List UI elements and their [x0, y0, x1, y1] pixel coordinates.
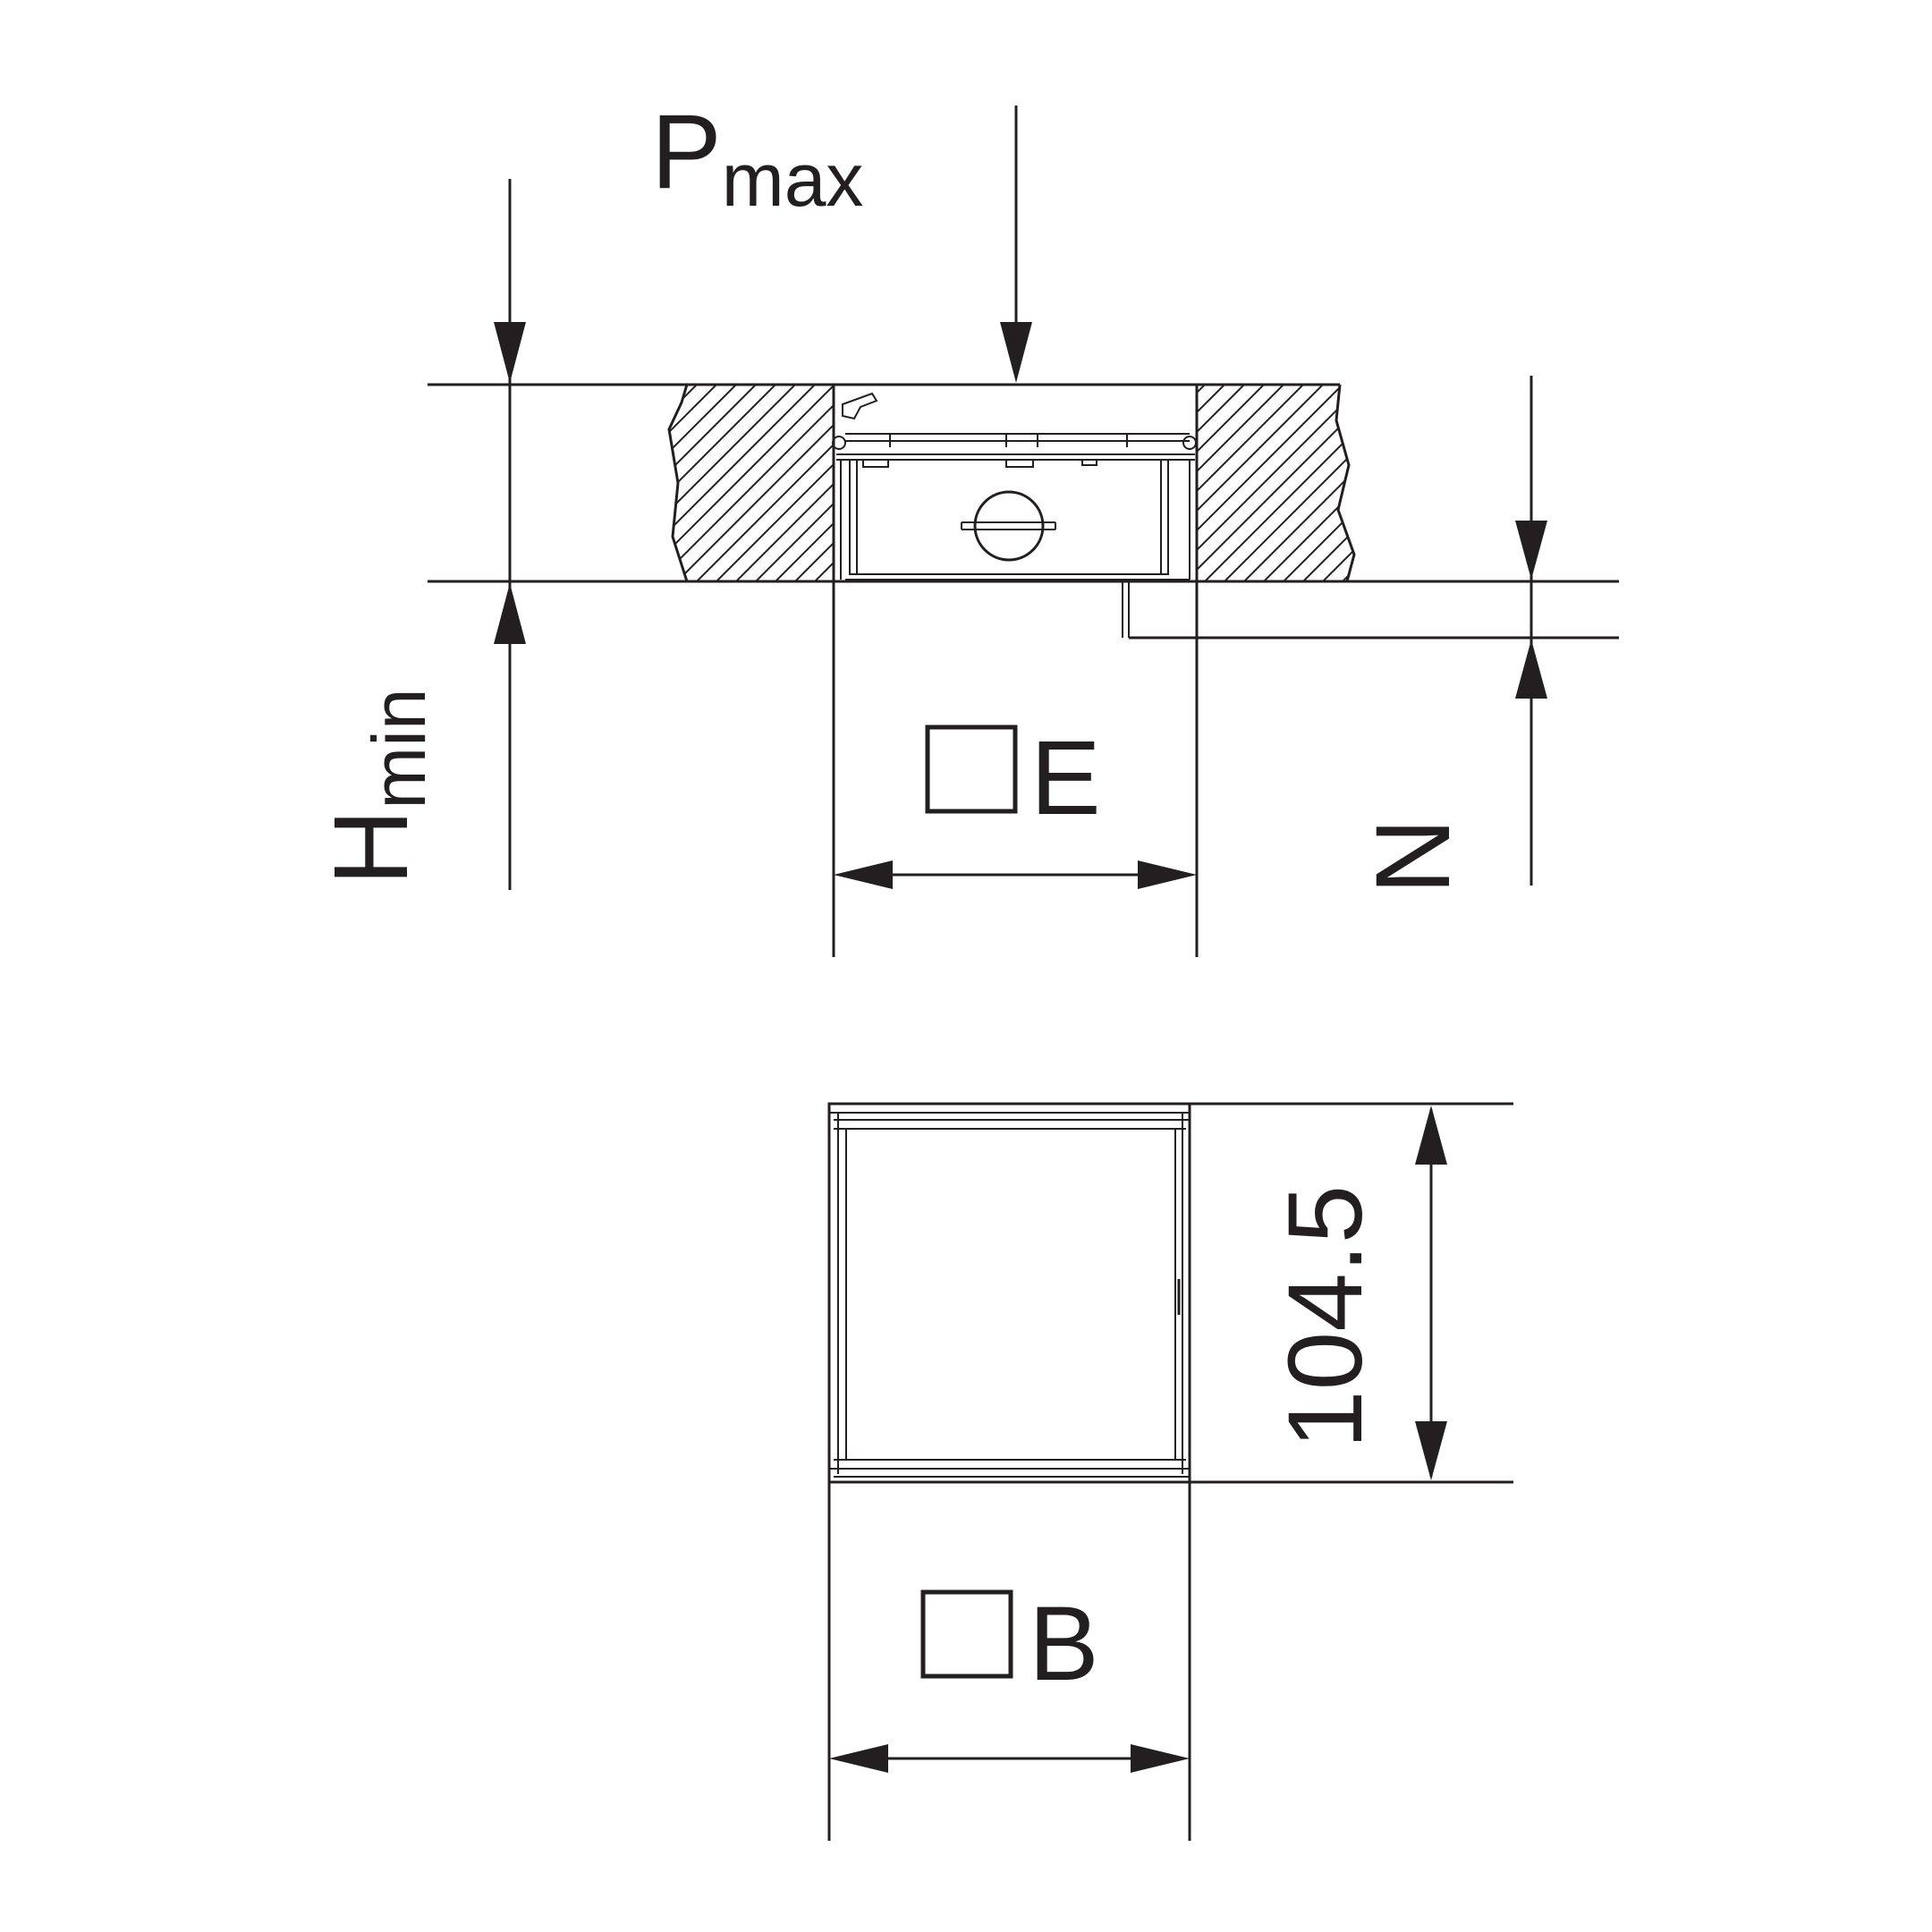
hatch-line [750, 385, 834, 581]
hatch-line [829, 385, 834, 581]
hatch-line [1337, 385, 1354, 581]
hatch-line [1555, 380, 1760, 586]
hatch-line [1298, 385, 1354, 581]
hatch-line [1197, 385, 1328, 581]
hatch-line [1258, 385, 1354, 581]
hatch-line [669, 385, 820, 581]
height-arrow-top [1415, 1106, 1447, 1165]
hatch-line [669, 385, 741, 581]
pmax-arrow-head [1000, 322, 1032, 383]
hatch-line [1436, 380, 1642, 586]
pmax-label: Pmax [651, 93, 863, 222]
square-symbol-b [920, 1589, 1013, 1679]
hatch-line [669, 385, 801, 581]
hatch-line [1027, 380, 1233, 586]
hatch-line [1197, 385, 1289, 581]
hatch-line [1219, 385, 1354, 581]
hatch-line [1046, 380, 1252, 586]
height-value-label: 104.5 [1267, 1185, 1385, 1449]
b-arrow-left [829, 1744, 888, 1773]
hatch-line [669, 385, 682, 581]
hatch-line [1318, 385, 1354, 581]
b-label: B [1029, 1585, 1099, 1703]
hatch-line [731, 385, 834, 581]
e-arrow-right [1138, 860, 1197, 889]
hatch-line [1197, 385, 1210, 581]
hatch-line [669, 385, 702, 581]
e-label: E [1030, 719, 1101, 837]
n-label: N [1354, 818, 1472, 894]
hatch-line [909, 380, 1114, 586]
hatch-line [669, 385, 761, 581]
hatch-line [1007, 380, 1213, 586]
hatch-line [1535, 380, 1741, 586]
hatch-line [669, 385, 834, 581]
hatch-line [1197, 385, 1354, 581]
hatch-line [968, 380, 1174, 586]
floor-box-plan [827, 1102, 1191, 1484]
hatch-line [1456, 380, 1662, 586]
hatch-line [672, 385, 834, 581]
hatch-line [770, 385, 834, 581]
hatch-line [1197, 385, 1309, 581]
square-symbol-e [925, 724, 1018, 814]
height-arrow-bottom [1415, 1421, 1447, 1480]
hatch-line [1476, 380, 1682, 586]
floor-hatch-left [456, 380, 1252, 586]
hatch-line [1278, 385, 1354, 581]
hatch-line [1197, 385, 1354, 581]
hatch-line [711, 385, 834, 581]
hmin-label: Hmin [312, 688, 441, 886]
b-arrow-right [1131, 1744, 1190, 1773]
hatch-line [669, 385, 834, 581]
hatch-line [1397, 380, 1603, 586]
hatch-line [1377, 380, 1583, 586]
n-arrow-bottom [1515, 640, 1547, 699]
section-view: E Pmax Hmin N [312, 93, 1760, 957]
e-arrow-left [834, 860, 893, 889]
hatch-line [1417, 380, 1623, 586]
hatch-line [1515, 380, 1721, 586]
floor-box-section [832, 392, 1197, 638]
hatch-line [984, 380, 1190, 586]
hmin-arrow-top [494, 322, 526, 383]
n-arrow-top [1515, 521, 1547, 580]
hatch-line [790, 385, 834, 581]
hatch-line [928, 380, 1134, 586]
hatch-line [948, 380, 1154, 586]
hatch-line [456, 380, 662, 586]
hatch-line [1199, 385, 1354, 581]
hatch-line [691, 385, 834, 581]
hatch-line [869, 380, 1075, 586]
hmin-arrow-bottom [494, 583, 526, 644]
hatch-line [669, 385, 722, 581]
hatch-line [1197, 385, 1269, 581]
hatch-line [1239, 385, 1354, 581]
plan-view: 104.5 B [827, 1102, 1513, 1841]
hatch-line [1197, 385, 1348, 581]
hatch-line [1197, 385, 1250, 581]
floor-hatch-right [984, 380, 1760, 586]
hatch-line [987, 380, 1193, 586]
cable-outlet-icon [973, 490, 1045, 562]
